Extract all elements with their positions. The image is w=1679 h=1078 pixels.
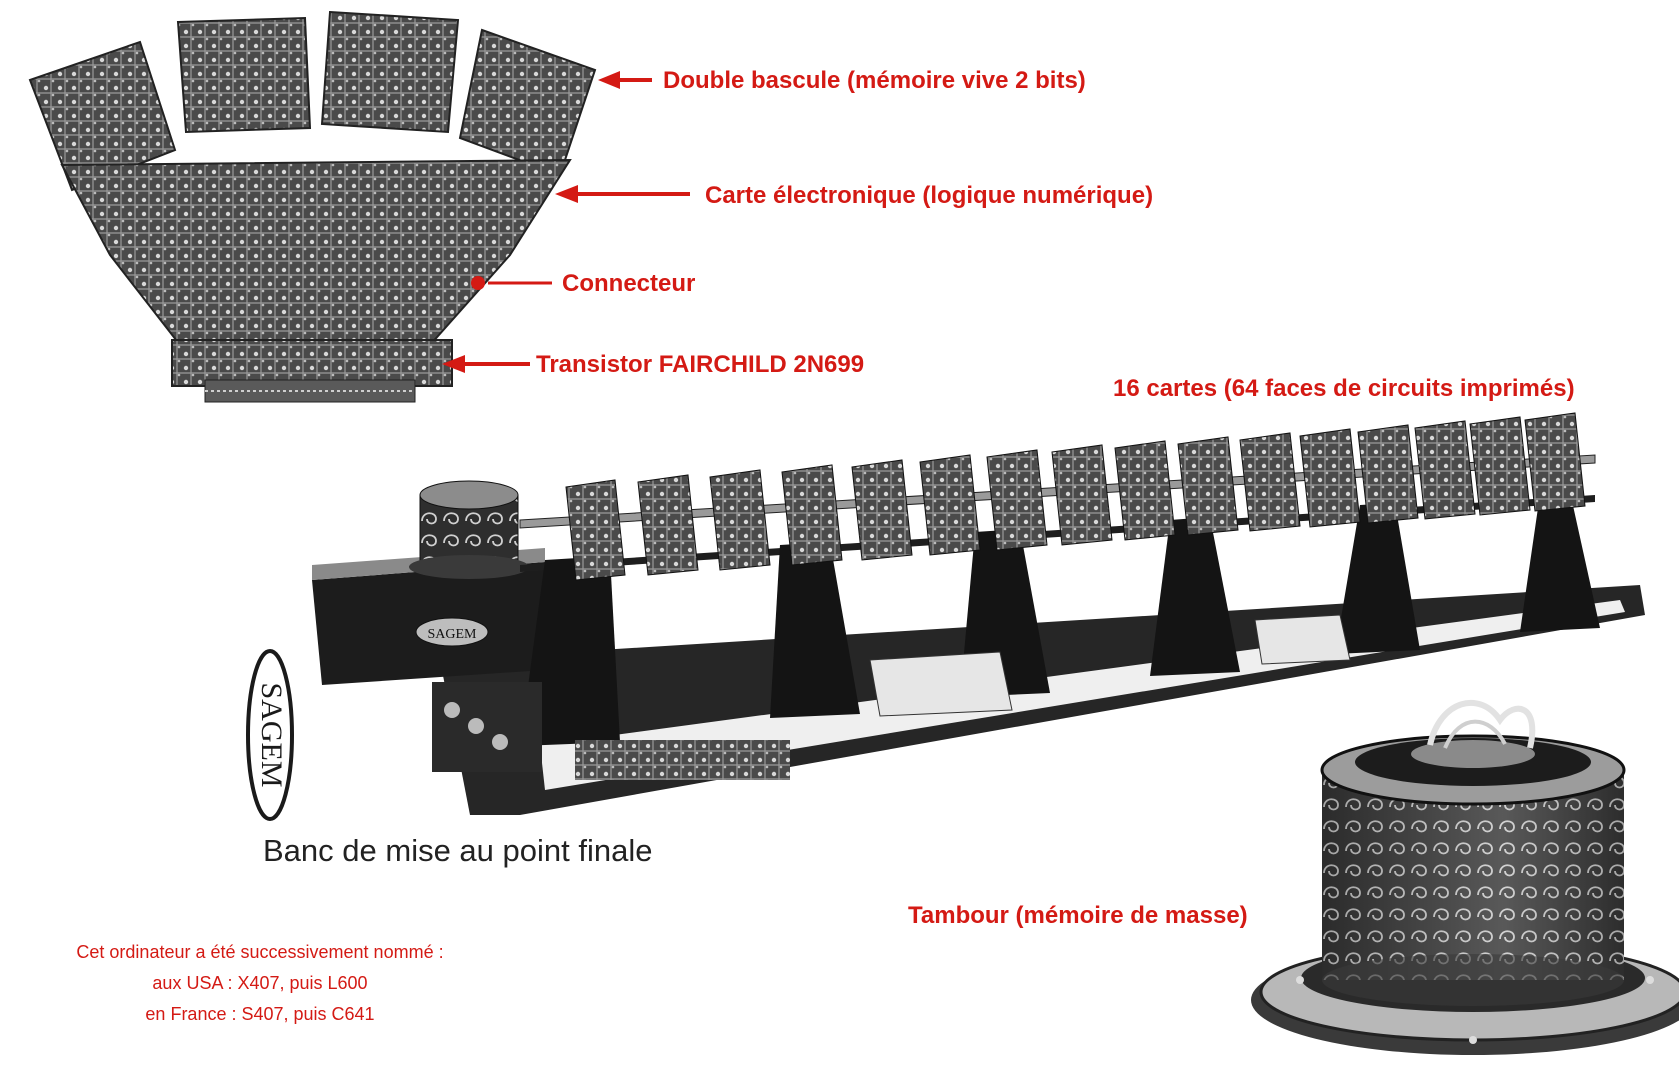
bench-caption: Banc de mise au point finale bbox=[263, 833, 653, 868]
flip-flop-module bbox=[28, 40, 177, 192]
bench-cards bbox=[565, 412, 1586, 581]
annotation-carte: Carte électronique (logique numérique) bbox=[705, 182, 1154, 209]
annotation-transistor: Transistor FAIRCHILD 2N699 bbox=[536, 351, 865, 378]
drum-photo bbox=[1251, 699, 1679, 1055]
history-note-line: aux USA : X407, puis L600 bbox=[152, 973, 368, 993]
flip-flop-module bbox=[458, 28, 597, 177]
arrow-transistor bbox=[442, 355, 530, 373]
bench-supports bbox=[520, 492, 1600, 746]
arrow-carte bbox=[555, 185, 690, 203]
flip-flop-module bbox=[320, 10, 460, 134]
history-note: Cet ordinateur a été successivement nomm… bbox=[60, 937, 460, 1030]
annotation-double-bascule: Double bascule (mémoire vive 2 bits) bbox=[663, 67, 1086, 94]
annotation-arrows bbox=[442, 71, 690, 373]
history-note-line: Cet ordinateur a été successivement nomm… bbox=[76, 942, 444, 962]
sagem-logo: SAGEM bbox=[246, 649, 294, 821]
history-note-line: en France : S407, puis C641 bbox=[145, 1004, 375, 1024]
arrow-double-bascule bbox=[598, 71, 652, 89]
arrow-connecteur bbox=[471, 276, 552, 290]
svg-text:SAGEM: SAGEM bbox=[427, 627, 477, 642]
card-connector bbox=[171, 339, 453, 387]
card-board bbox=[60, 158, 572, 346]
electronic-card-photo bbox=[28, 10, 597, 403]
flip-flop-module bbox=[176, 16, 312, 134]
test-bench-photo: SAGEM bbox=[312, 412, 1645, 815]
annotation-cartes-count: 16 cartes (64 faces de circuits imprimés… bbox=[1113, 375, 1575, 402]
annotation-tambour: Tambour (mémoire de masse) bbox=[908, 902, 1248, 929]
svg-text:SAGEM: SAGEM bbox=[255, 682, 288, 787]
annotation-connecteur: Connecteur bbox=[562, 270, 696, 297]
